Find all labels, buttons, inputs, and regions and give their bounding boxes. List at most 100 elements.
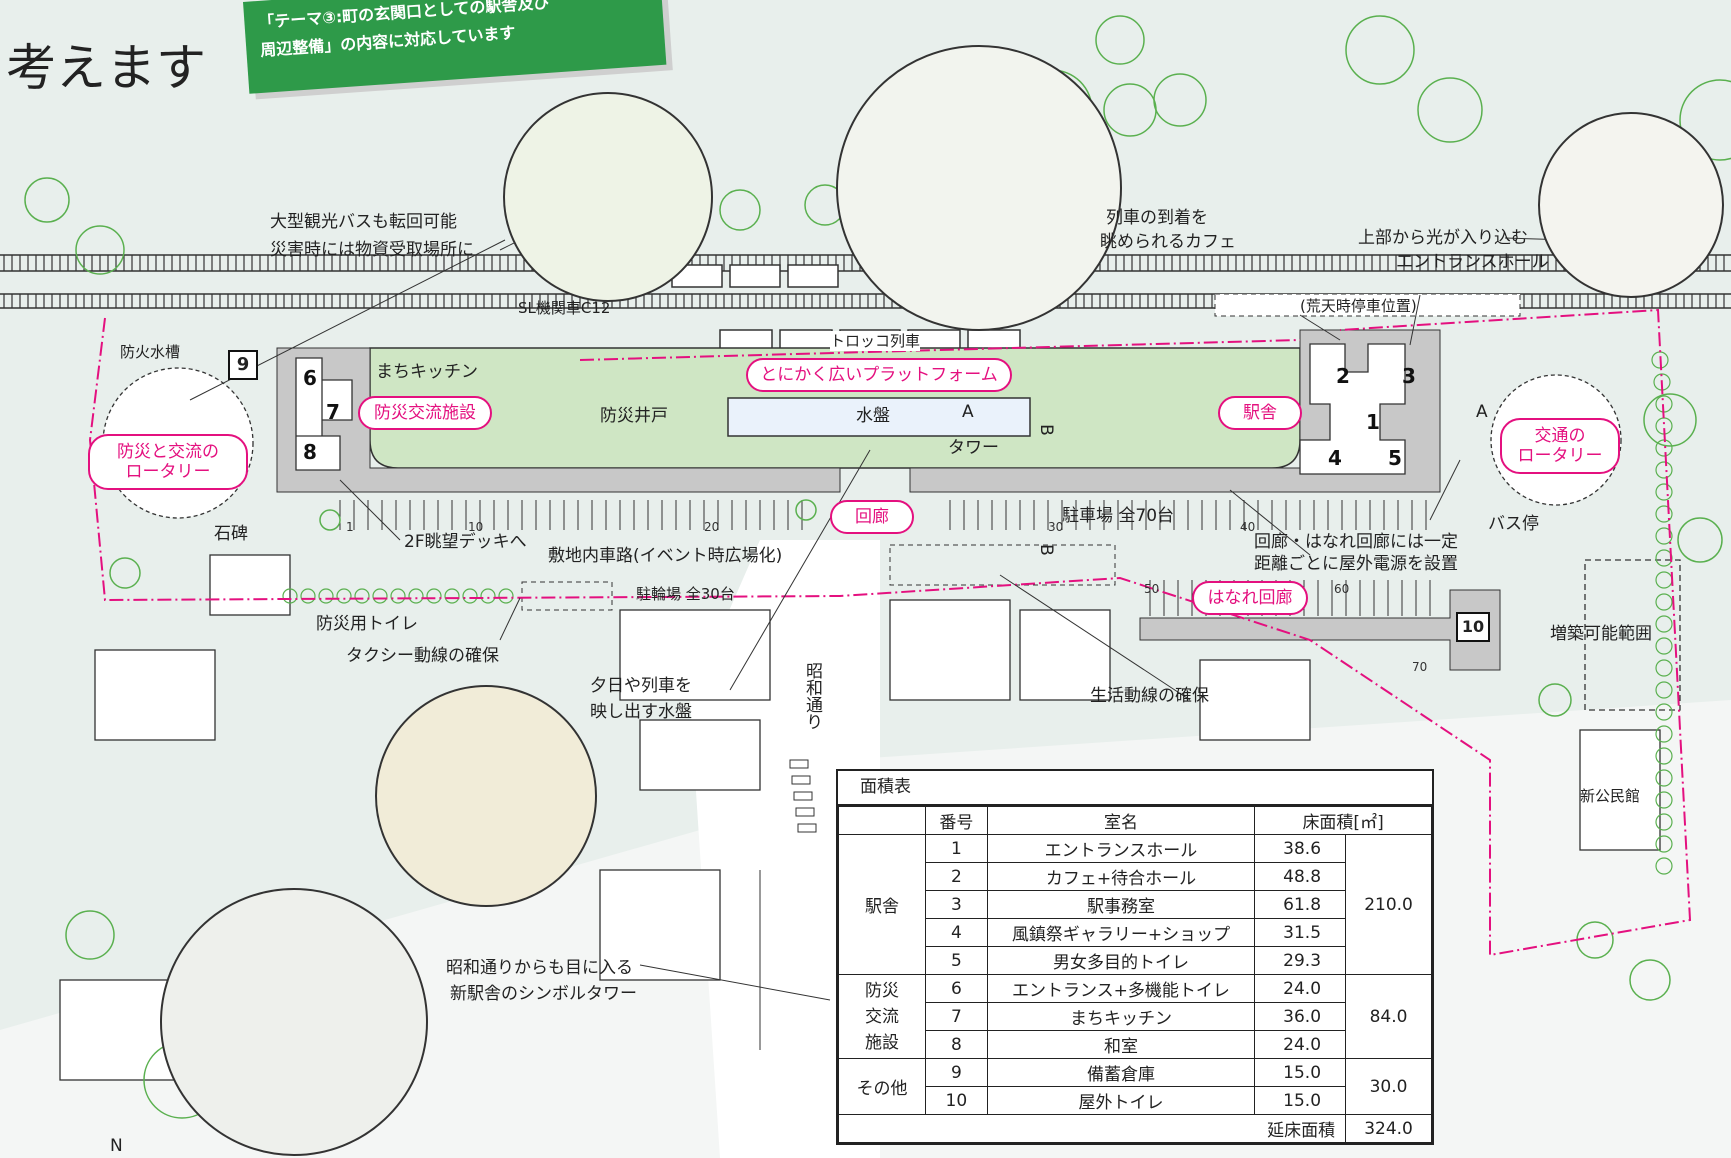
row-area: 38.6 — [1254, 834, 1347, 863]
table-row: 防災交流施設 6 エントランス+多機能トイレ 24.0 84.0 — [838, 974, 1432, 1059]
row-room: 駅事務室 — [986, 890, 1256, 919]
row-area: 15.0 — [1254, 1086, 1347, 1115]
row-area: 61.8 — [1254, 890, 1347, 919]
group-subtotal-station: 210.0 — [1345, 834, 1432, 975]
table-row: 4 風鎮祭ギャラリー+ショップ 31.5 — [839, 918, 1432, 947]
row-area: 24.0 — [1254, 1030, 1347, 1059]
power-callout-1: 回廊・はなれ回廊には一定 — [1254, 532, 1458, 552]
row-number: 10 — [924, 1086, 988, 1115]
total-value: 324.0 — [1345, 1114, 1432, 1143]
row-number: 5 — [924, 946, 988, 975]
parking-number-1: 1 — [346, 520, 354, 534]
parking-number-20: 20 — [704, 520, 720, 534]
corridor-pill: 回廊 — [830, 500, 914, 534]
rotary-left-line-1: 防災と交流の — [117, 442, 219, 462]
row-number: 8 — [924, 1030, 988, 1059]
row-room: 屋外トイレ — [986, 1086, 1256, 1115]
sketch-circle-cafe — [836, 45, 1122, 331]
symbol-tower-callout-2: 新駅舎のシンボルタワー — [450, 984, 637, 1004]
bicycle-parking-label: 駐輪場 全30台 — [636, 585, 735, 603]
room-number-4: 4 — [1328, 446, 1342, 470]
row-number: 7 — [924, 1002, 988, 1031]
row-room: エントランス+多機能トイレ — [986, 974, 1256, 1003]
torokko-label: トロッコ列車 — [830, 331, 921, 351]
rotary-right-line-1: 交通の — [1534, 426, 1586, 446]
row-room: カフェ+待合ホール — [986, 862, 1256, 891]
table-row: 駅舎 1 エントランスホール 38.6 210.0 — [838, 834, 1432, 975]
parking-number-60: 60 — [1334, 582, 1350, 596]
rotary-right-line-2: ロータリー — [1517, 446, 1603, 466]
parking-label: 駐車場 全70台 — [1062, 506, 1175, 526]
skylight-callout-2: エントランスホール — [1396, 252, 1549, 272]
table-header-row: 番号 室名 床面積[㎡] — [838, 806, 1432, 835]
row-room: エントランスホール — [986, 834, 1256, 863]
machi-kitchen-label: まちキッチン — [376, 362, 478, 382]
total-label: 延床面積 — [837, 1114, 1347, 1143]
expansion-area-label: 増築可能範囲 — [1550, 624, 1652, 644]
fire-water-tank-label: 防火水槽 — [120, 343, 181, 361]
parking-number-50: 50 — [1144, 582, 1160, 596]
table-row: 8 和室 24.0 — [839, 1030, 1432, 1059]
table-row: その他 9 備蓄倉庫 15.0 30.0 — [838, 1058, 1432, 1115]
section-a-mark: A — [962, 402, 974, 422]
row-area: 15.0 — [1254, 1058, 1347, 1087]
north-mark: N — [110, 1136, 123, 1156]
row-number: 9 — [924, 1058, 988, 1087]
bousai-well-label: 防災井戸 — [600, 406, 668, 426]
row-number: 1 — [924, 834, 988, 863]
page-headline: 考えます — [6, 39, 206, 97]
group-name-station: 駅舎 — [838, 834, 926, 975]
area-table: 面積表 番号 室名 床面積[㎡] 駅舎 1 エントランスホール 38.6 210… — [836, 769, 1434, 1145]
parking-number-40: 40 — [1240, 520, 1256, 534]
room-number-5: 5 — [1388, 446, 1402, 470]
disaster-toilet-label: 防災用トイレ — [316, 614, 418, 634]
parking-number-70: 70 — [1412, 660, 1428, 674]
section-b-mark-lower: B — [1035, 544, 1056, 556]
parking-number-30: 30 — [1048, 520, 1064, 534]
group-name-bousai: 防災交流施設 — [838, 974, 926, 1059]
row-area: 31.5 — [1254, 918, 1347, 947]
sketch-circle-symbol-tower — [160, 888, 428, 1156]
room-number-6: 6 — [303, 366, 317, 390]
water-basin-label: 水盤 — [856, 406, 890, 426]
sketch-circle-bus-area — [503, 92, 713, 302]
room-number-10: 10 — [1456, 612, 1490, 642]
table-row: 10 屋外トイレ 15.0 — [839, 1086, 1432, 1115]
room-number-2: 2 — [1336, 364, 1350, 388]
bus-callout-2: 災害時には物資受取場所に — [270, 240, 474, 260]
row-area: 24.0 — [1254, 974, 1347, 1003]
section-a-mark-right: A — [1476, 402, 1488, 422]
cafe-callout-1: 列車の到着を — [1106, 208, 1208, 228]
platform-pill: とにかく広いプラットフォーム — [746, 358, 1012, 392]
row-room: 男女多目的トイレ — [986, 946, 1256, 975]
room-number-9: 9 — [228, 350, 258, 380]
power-callout-2: 距離ごとに屋外電源を設置 — [1254, 554, 1458, 574]
area-table-grid: 番号 室名 床面積[㎡] 駅舎 1 エントランスホール 38.6 210.0 2… — [837, 806, 1432, 1143]
daily-route-label: 生活動線の確保 — [1090, 686, 1209, 706]
table-row: 5 男女多目的トイレ 29.3 — [839, 946, 1432, 975]
bousai-facility-pill: 防災交流施設 — [358, 396, 492, 430]
monument-label: 石碑 — [214, 524, 248, 544]
row-area: 48.8 — [1254, 862, 1347, 891]
bus-stop-label: バス停 — [1488, 514, 1539, 534]
table-total-row: 延床面積 324.0 — [837, 1114, 1432, 1143]
showa-street-label: 昭和通り — [802, 662, 822, 730]
room-number-7: 7 — [326, 400, 340, 424]
row-number: 2 — [924, 862, 988, 891]
room-number-1: 1 — [1366, 410, 1380, 434]
room-number-8: 8 — [303, 440, 317, 464]
cafe-callout-2: 眺められるカフェ — [1100, 232, 1236, 252]
sl-locomotive-label: SL機関車C12 — [518, 299, 611, 317]
bus-callout-1: 大型観光バスも転回可能 — [270, 212, 457, 232]
table-header-room: 室名 — [986, 806, 1256, 835]
row-number: 3 — [924, 890, 988, 919]
section-b-mark: B — [1035, 424, 1056, 436]
table-header-blank — [838, 806, 926, 835]
row-area: 36.0 — [1254, 1002, 1347, 1031]
skylight-callout-1: 上部から光が入り込む — [1358, 228, 1528, 248]
taxi-route-label: タクシー動線の確保 — [346, 646, 499, 666]
room-number-3: 3 — [1402, 364, 1416, 388]
table-header-number: 番号 — [924, 806, 988, 835]
rotary-left-pill: 防災と交流の ロータリー — [88, 434, 248, 490]
group-name-other: その他 — [838, 1058, 926, 1115]
